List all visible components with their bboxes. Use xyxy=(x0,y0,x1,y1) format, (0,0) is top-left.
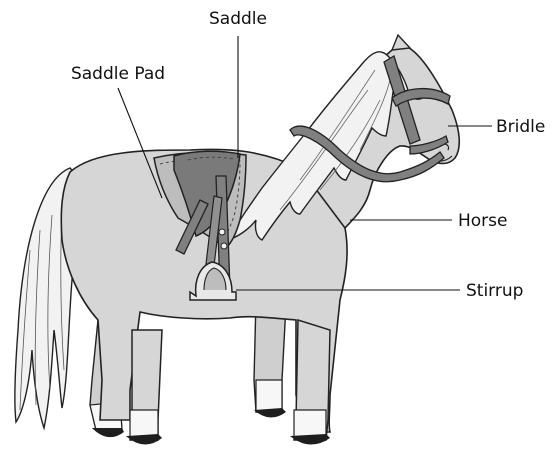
label-saddle: Saddle xyxy=(209,9,267,29)
label-bridle: Bridle xyxy=(496,117,545,137)
label-saddle-pad: Saddle Pad xyxy=(71,64,165,84)
near-legs xyxy=(126,320,330,445)
label-horse: Horse xyxy=(458,211,508,231)
label-stirrup: Stirrup xyxy=(466,281,523,301)
